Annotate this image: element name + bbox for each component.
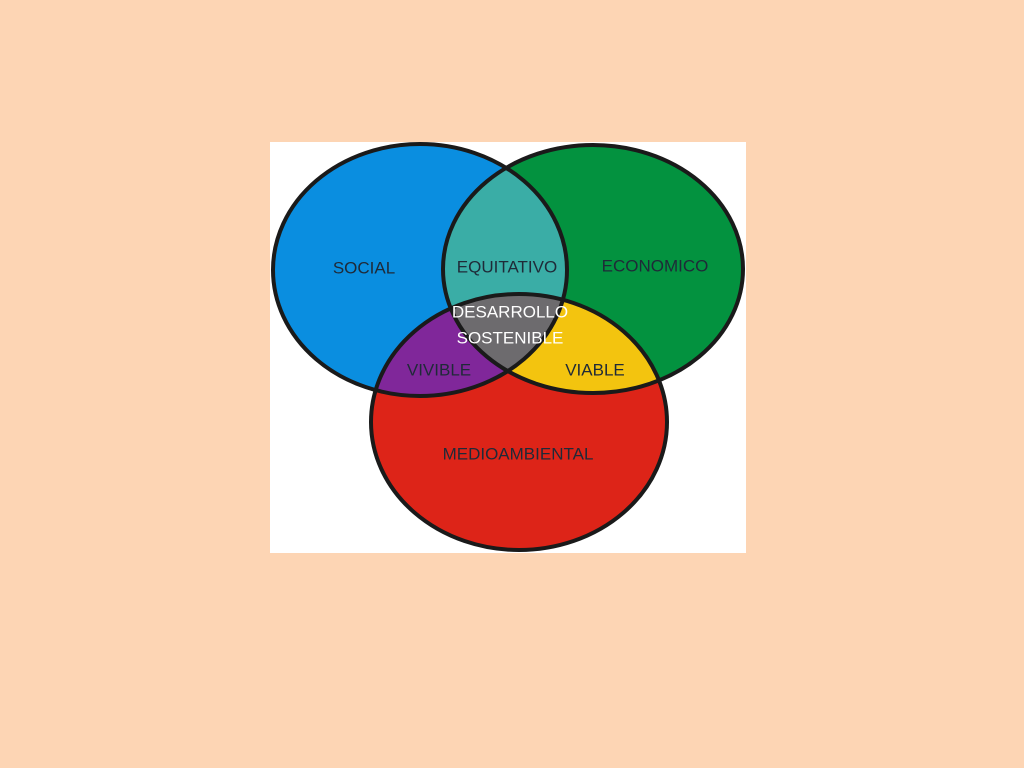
venn-diagram: SOCIAL ECONOMICO MEDIOAMBIENTAL EQUITATI…	[271, 142, 745, 552]
label-economico: ECONOMICO	[602, 256, 709, 275]
label-medioambiental: MEDIOAMBIENTAL	[443, 444, 594, 463]
label-desarrollo: DESARROLLO	[452, 302, 568, 321]
label-viable: VIABLE	[565, 360, 625, 379]
venn-outlines	[271, 142, 745, 552]
label-sostenible: SOSTENIBLE	[457, 328, 564, 347]
venn-diagram-frame: SOCIAL ECONOMICO MEDIOAMBIENTAL EQUITATI…	[270, 142, 746, 553]
label-vivible: VIVIBLE	[407, 360, 471, 379]
label-social: SOCIAL	[333, 258, 395, 277]
intersection-vivible	[371, 294, 567, 396]
label-equitativo: EQUITATIVO	[457, 257, 557, 276]
